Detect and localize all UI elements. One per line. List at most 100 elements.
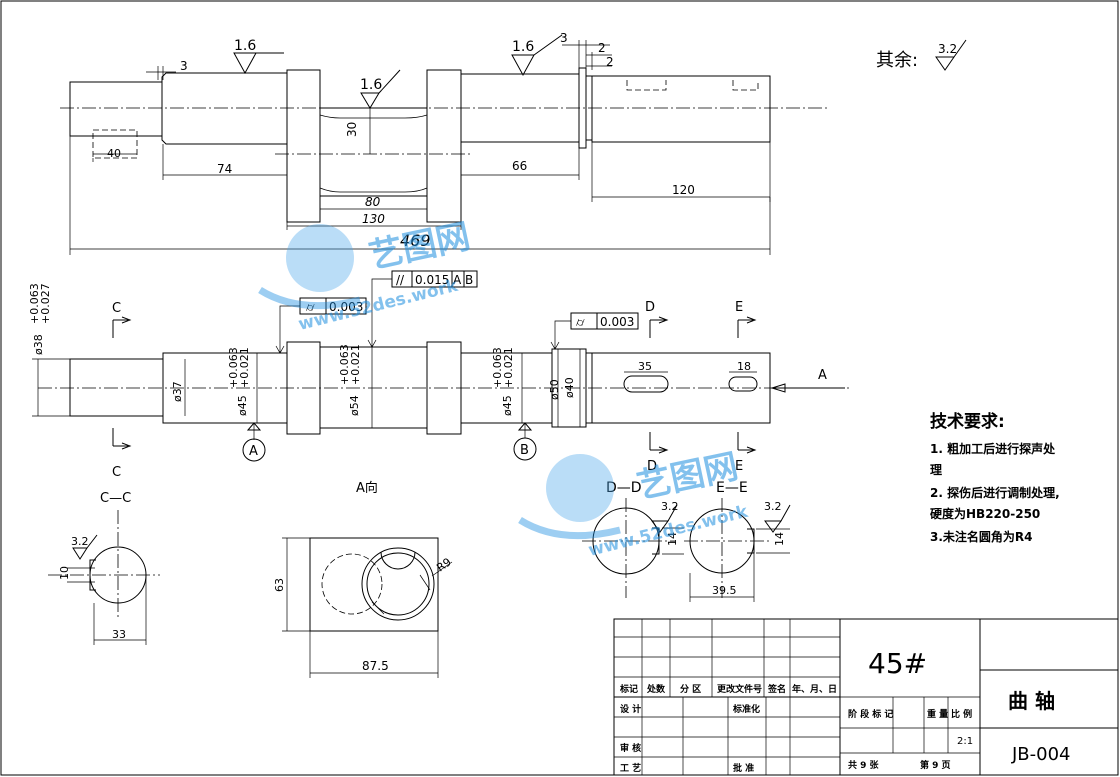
top-view (60, 67, 830, 223)
dim-key-35: 35 (638, 360, 652, 373)
dim-a-87-5: 87.5 (362, 659, 389, 673)
tech-req-line3: 3.未注名圆角为R4 (930, 529, 1033, 544)
dim-d45a-tol-upper: +0.063 (227, 347, 240, 388)
dim-d40: ø40 (563, 377, 576, 398)
view-arrow-a: A (818, 368, 827, 383)
section-label-e: E (735, 459, 743, 474)
dim-40: 40 (107, 147, 121, 160)
tb-review: 审 核 (620, 742, 641, 754)
gdt-parallel-ref-b: B (465, 273, 473, 287)
roughness-remaining-label: 其余: (876, 50, 918, 71)
middle-diameters: ø38 +0.063 +0.027 ø37 ø45 +0.063 +0.021 … (28, 283, 576, 428)
roughness-marks-top: 1.6 1.6 1.6 (233, 34, 563, 109)
section-label-d: D (647, 459, 657, 474)
section-ee: E—E 3.2 14 39.5 (684, 480, 791, 602)
view-a: A向 R9 63 87.5 (273, 480, 454, 678)
watermark-2: 艺图网 www.52des.work (518, 446, 751, 561)
gdt-parallel-value: 0.015 (415, 273, 449, 287)
gdt-runout-symbol: ⌭ (306, 300, 315, 314)
roughness-value: 1.6 (234, 38, 256, 54)
section-cc: C—C 3.2 10 33 (48, 491, 160, 645)
dim-80: 80 (365, 195, 381, 209)
section-mark-c-top: C (112, 301, 121, 316)
tb-standardize: 标准化 (732, 703, 760, 715)
dim-74: 74 (217, 162, 232, 176)
dim-d38-tol-upper: +0.063 (28, 283, 41, 324)
gdt-runout-value-1: 0.003 (329, 300, 363, 314)
gdt-runout-value-2: 0.003 (600, 315, 634, 329)
tb-header-count: 处数 (646, 683, 666, 695)
gdt-parallel-symbol: // (396, 273, 405, 287)
dim-d45b-tol-lower: +0.021 (502, 347, 515, 388)
section-marks: C C D D E E (112, 300, 757, 480)
dim-c-33: 33 (112, 628, 126, 641)
view-a-title: A向 (356, 480, 378, 496)
tb-process: 工 艺 (620, 762, 641, 774)
tb-scale-value: 2:1 (957, 736, 973, 747)
dim-469: 469 (400, 231, 431, 250)
dim-d38: ø38 (32, 334, 45, 355)
tb-header-mark: 标记 (619, 683, 638, 695)
tb-stage-label: 阶 段 标 记 (848, 708, 893, 720)
dim-2b: 2 (606, 55, 614, 69)
dim-a-63: 63 (273, 578, 286, 592)
dim-a-r9: R9 (434, 555, 453, 574)
roughness-value: 3.2 (661, 500, 679, 513)
tech-req-line1b: 理 (930, 463, 942, 477)
tb-scale-label: 比 例 (951, 708, 972, 720)
section-ee-title: E—E (716, 480, 748, 496)
dim-key-18: 18 (737, 360, 751, 373)
dim-d45a: ø45 (236, 395, 249, 416)
section-mark-d-top: D (645, 300, 655, 315)
dim-d54-tol-upper: +0.063 (338, 344, 351, 385)
roughness-remaining-value: 3.2 (938, 42, 957, 56)
tb-header-sign: 签名 (767, 683, 786, 695)
dim-d45a-tol-lower: +0.021 (238, 347, 251, 388)
dimensions-top: 3 3 2 2 30 40 74 80 130 66 120 (69, 31, 771, 255)
roughness-value: 1.6 (360, 77, 382, 93)
watermark-brand: 艺图网 (634, 446, 742, 506)
datum-a: A (249, 444, 258, 459)
roughness-remaining: 其余: 3.2 (876, 39, 967, 71)
dim-d-14: 14 (666, 532, 679, 546)
section-dd-title: D—D (606, 480, 642, 496)
section-cc-title: C—C (100, 491, 131, 506)
dim-e-14: 14 (773, 532, 786, 546)
roughness-value: 3.2 (71, 535, 89, 548)
tb-design: 设 计 (620, 703, 641, 715)
section-dd: D—D 3.2 14 (582, 480, 684, 598)
section-label-c: C (112, 465, 121, 480)
title-block: 45# 曲 轴 JB-004 标记 处数 分 区 更改文件号 签名 年、月、日 … (613, 618, 1119, 776)
tb-header-date: 年、月、日 (792, 683, 837, 695)
dim-66: 66 (512, 159, 527, 173)
dim-d38-tol-lower: +0.027 (39, 283, 52, 324)
drawing-number: JB-004 (1011, 744, 1071, 765)
dim-d37: ø37 (171, 381, 184, 402)
dim-3b: 3 (560, 31, 568, 45)
roughness-value: 1.6 (512, 39, 534, 55)
dim-130: 130 (362, 212, 385, 226)
tb-approve: 批 准 (733, 762, 754, 774)
geometric-tolerances: ⌭ 0.003 // 0.015 A B ⌭ 0.003 A B (242, 270, 639, 462)
dim-2a: 2 (598, 41, 606, 55)
material: 45# (868, 647, 927, 680)
tb-total-sheets: 共 9 张 (848, 759, 880, 771)
dim-3a: 3 (180, 59, 188, 73)
tb-header-zone: 分 区 (680, 683, 701, 695)
gdt-parallel-ref-a: A (453, 273, 462, 287)
dim-d45b-tol-upper: +0.063 (491, 347, 504, 388)
dim-d54-tol-lower: +0.021 (349, 344, 362, 385)
middle-view: 35 18 A (38, 341, 850, 435)
tech-req-line1: 1. 粗加工后进行探声处 (930, 441, 1056, 456)
tech-req-title: 技术要求: (930, 411, 1005, 432)
tech-requirements: 技术要求: 1. 粗加工后进行探声处 理 2. 探伤后进行调制处理, 硬度为HB… (930, 411, 1060, 544)
part-name: 曲 轴 (1008, 689, 1055, 713)
datum-b: B (520, 443, 529, 458)
gdt-runout-symbol: ⌭ (576, 315, 585, 329)
tech-req-line2: 2. 探伤后进行调制处理, (930, 485, 1060, 500)
dim-c-10: 10 (58, 566, 71, 580)
tech-req-line2b: 硬度为HB220-250 (930, 506, 1040, 521)
tb-header-change-doc: 更改文件号 (717, 683, 762, 695)
dim-d54: ø54 (348, 395, 361, 416)
